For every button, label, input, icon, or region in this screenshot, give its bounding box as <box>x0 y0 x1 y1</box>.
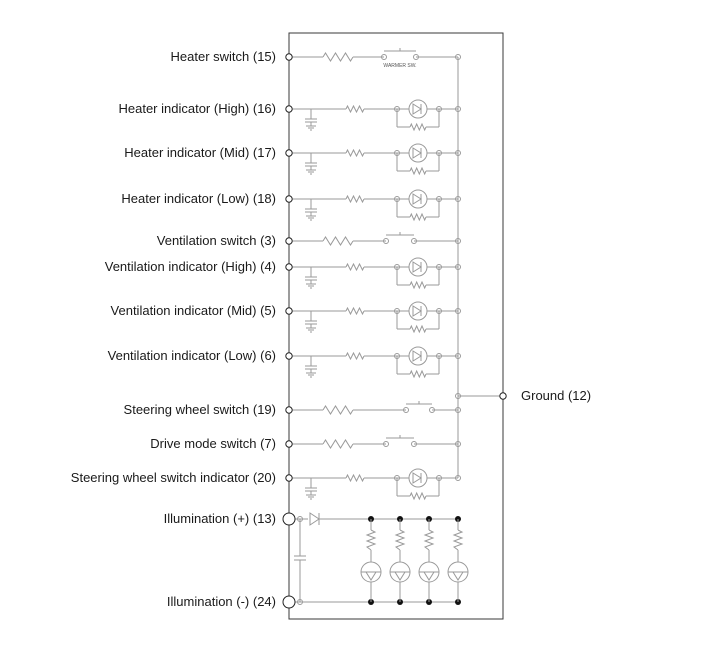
rail-terminal <box>455 407 461 413</box>
resistor-symbol <box>409 166 427 176</box>
resistor-symbol <box>409 369 427 379</box>
circuit-row: Heater switch (15) WARMER SW. <box>171 48 461 69</box>
circuit-row: Steering wheel switch (19) <box>124 401 461 417</box>
pin-terminal <box>285 53 293 61</box>
pin-terminal <box>285 440 293 448</box>
rail-terminal <box>455 441 461 447</box>
circuit-row: Ventilation indicator (Low) (6) <box>108 346 461 379</box>
pin-terminal <box>285 406 293 414</box>
circuit-row: Heater indicator (High) (16) <box>118 99 461 132</box>
pin-label: Steering wheel switch (19) <box>124 402 276 417</box>
resistor-symbol <box>322 52 354 62</box>
resistor-symbol <box>409 491 427 501</box>
resistor-symbol <box>394 529 406 551</box>
led-symbol <box>408 189 428 209</box>
resistor-symbol <box>345 306 365 316</box>
switch-contact <box>403 407 409 413</box>
pin-terminal <box>285 195 293 203</box>
switch-contact <box>383 238 389 244</box>
resistor-symbol <box>409 212 427 222</box>
circuit-row: Heater indicator (Mid) (17) <box>124 143 461 176</box>
resistor-symbol <box>345 351 365 361</box>
resistor-symbol <box>322 405 354 415</box>
switch-caption: WARMER SW. <box>383 63 416 69</box>
resistor-symbol <box>423 529 435 551</box>
led-symbol <box>408 143 428 163</box>
rail-terminal <box>455 475 461 481</box>
illumination-minus-label: Illumination (-) (24) <box>167 594 276 609</box>
resistor-symbol <box>345 262 365 272</box>
rail-terminal <box>455 264 461 270</box>
pin-label: Heater indicator (High) (16) <box>118 101 276 116</box>
ground-terminal <box>499 392 507 400</box>
led-symbol <box>408 468 428 488</box>
circuits: Heater switch (15) WARMER SW. Heater indic… <box>71 48 461 501</box>
circuit-row: Ventilation switch (3) <box>157 232 461 248</box>
rail-terminal <box>455 196 461 202</box>
resistor-symbol <box>409 122 427 132</box>
switch-contact <box>381 54 387 60</box>
rail-terminal <box>455 238 461 244</box>
resistor-symbol <box>345 148 365 158</box>
pin-label: Drive mode switch (7) <box>150 436 276 451</box>
pin-terminal <box>285 105 293 113</box>
pin-label: Ventilation indicator (Low) (6) <box>108 348 276 363</box>
led-symbol <box>408 301 428 321</box>
resistor-symbol <box>345 194 365 204</box>
resistor-symbol <box>322 439 354 449</box>
lamp-branch <box>389 516 411 605</box>
circuit-row: Drive mode switch (7) <box>150 435 461 451</box>
lamp-branch <box>360 516 382 605</box>
pin-terminal <box>285 237 293 245</box>
pin-terminal <box>285 474 293 482</box>
module-box <box>288 32 504 620</box>
pin-terminal <box>285 352 293 360</box>
rail-terminal <box>455 308 461 314</box>
lamp-branch <box>447 516 469 605</box>
circuit-row: Ventilation indicator (Mid) (5) <box>111 301 461 334</box>
pin-terminal <box>285 149 293 157</box>
pin-terminal <box>285 263 293 271</box>
resistor-symbol <box>409 280 427 290</box>
resistor-symbol <box>452 529 464 551</box>
ground-label: Ground (12) <box>521 388 591 403</box>
resistor-symbol <box>345 473 365 483</box>
pin-label: Heater indicator (Low) (18) <box>121 191 276 206</box>
circuit-row: Ventilation indicator (High) (4) <box>105 257 461 290</box>
pin-label: Ventilation indicator (Mid) (5) <box>111 303 276 318</box>
pin-label: Ventilation indicator (High) (4) <box>105 259 276 274</box>
pin-label: Heater switch (15) <box>171 49 276 64</box>
illumination-plus-label: Illumination (+) (13) <box>164 511 276 526</box>
diode-symbol <box>309 512 320 526</box>
resistor-symbol <box>365 529 377 551</box>
illumination-minus-terminal <box>282 595 296 609</box>
illumination-circuit: Illumination (+) (13) Illumination (-) (2… <box>164 511 469 609</box>
pin-label: Steering wheel switch indicator (20) <box>71 470 276 485</box>
resistor-symbol <box>409 324 427 334</box>
illumination-plus-terminal <box>282 512 296 526</box>
ground-connection: Ground (12) <box>455 388 591 403</box>
lamp-branch <box>418 516 440 605</box>
led-symbol <box>408 99 428 119</box>
rail-terminal <box>455 353 461 359</box>
switch-contact <box>383 441 389 447</box>
rail-terminal <box>455 106 461 112</box>
resistor-symbol <box>345 104 365 114</box>
pin-label: Ventilation switch (3) <box>157 233 276 248</box>
pin-label: Heater indicator (Mid) (17) <box>124 145 276 160</box>
circuit-row: Steering wheel switch indicator (20) <box>71 468 461 501</box>
led-symbol <box>408 257 428 277</box>
resistor-symbol <box>322 236 354 246</box>
rail-terminal <box>455 150 461 156</box>
circuit-row: Heater indicator (Low) (18) <box>121 189 461 222</box>
led-symbol <box>408 346 428 366</box>
rail-terminal <box>455 54 461 60</box>
pin-terminal <box>285 307 293 315</box>
